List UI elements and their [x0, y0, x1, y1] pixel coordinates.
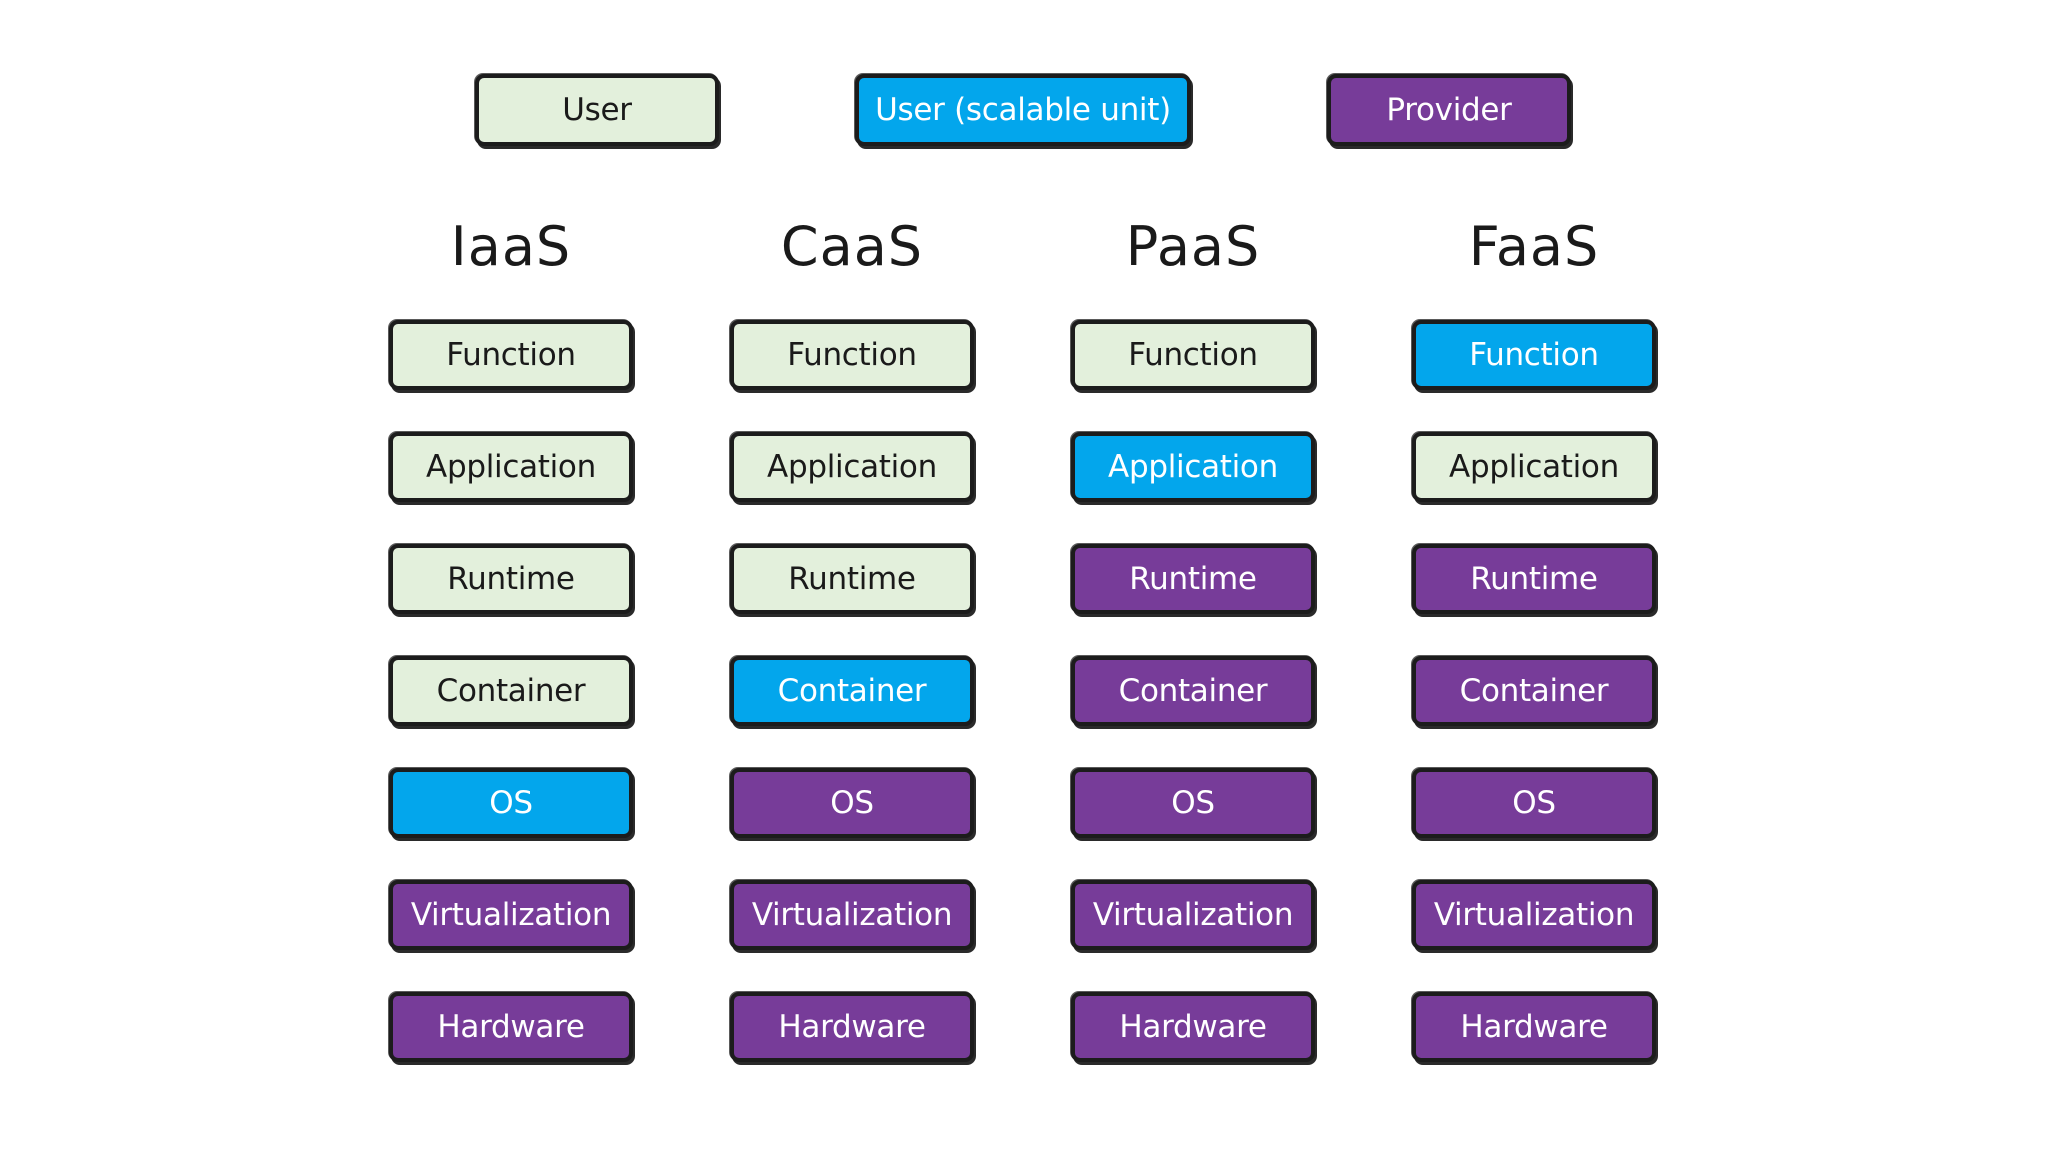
layer-label: Runtime [447, 561, 575, 597]
layer-label: Runtime [1129, 561, 1257, 597]
layer-label: Function [787, 337, 917, 373]
layer-hardware-faas: Hardware [1412, 992, 1656, 1062]
layer-label: Function [1469, 337, 1599, 373]
layer-label: Runtime [788, 561, 916, 597]
layer-function-iaas: Function [389, 320, 633, 390]
layer-os-faas: OS [1412, 768, 1656, 838]
layer-label: Hardware [1460, 1009, 1608, 1045]
layer-label: OS [1171, 785, 1215, 821]
layer-label: Virtualization [1433, 897, 1635, 933]
layer-label: Container [1118, 673, 1268, 709]
layer-label: Container [436, 673, 586, 709]
layer-label: Function [446, 337, 576, 373]
layer-virtualization-faas: Virtualization [1412, 880, 1656, 950]
layer-runtime-caas: Runtime [730, 544, 974, 614]
layer-label: OS [830, 785, 874, 821]
layer-label: Virtualization [410, 897, 612, 933]
layer-container-paas: Container [1071, 656, 1315, 726]
layer-runtime-iaas: Runtime [389, 544, 633, 614]
layer-application-caas: Application [730, 432, 974, 502]
layer-runtime-paas: Runtime [1071, 544, 1315, 614]
layer-label: Runtime [1470, 561, 1598, 597]
legend-provider-box: Provider [1327, 74, 1571, 146]
layer-label: Container [1459, 673, 1609, 709]
layer-label: Application [1108, 449, 1278, 485]
layer-label: OS [489, 785, 533, 821]
column-title-faas: FaaS [1468, 215, 1600, 278]
layer-label: Hardware [437, 1009, 585, 1045]
layer-label: Virtualization [751, 897, 953, 933]
legend-provider-label: Provider [1386, 92, 1512, 128]
layer-hardware-paas: Hardware [1071, 992, 1315, 1062]
layer-label: Application [767, 449, 937, 485]
layer-os-iaas: OS [389, 768, 633, 838]
layer-function-caas: Function [730, 320, 974, 390]
layer-label: Container [777, 673, 927, 709]
layer-label: Hardware [778, 1009, 926, 1045]
layer-container-faas: Container [1412, 656, 1656, 726]
column-title-iaas: IaaS [450, 215, 572, 278]
layer-virtualization-caas: Virtualization [730, 880, 974, 950]
layer-function-faas: Function [1412, 320, 1656, 390]
layer-application-faas: Application [1412, 432, 1656, 502]
layer-hardware-iaas: Hardware [389, 992, 633, 1062]
layer-label: Virtualization [1092, 897, 1294, 933]
layer-virtualization-paas: Virtualization [1071, 880, 1315, 950]
layer-label: Hardware [1119, 1009, 1267, 1045]
layer-runtime-faas: Runtime [1412, 544, 1656, 614]
layer-label: Application [1449, 449, 1619, 485]
layer-os-paas: OS [1071, 768, 1315, 838]
layer-label: Function [1128, 337, 1258, 373]
column-title-paas: PaaS [1125, 215, 1261, 278]
layer-container-iaas: Container [389, 656, 633, 726]
layer-virtualization-iaas: Virtualization [389, 880, 633, 950]
layer-hardware-caas: Hardware [730, 992, 974, 1062]
legend-scalable-label: User (scalable unit) [875, 92, 1171, 128]
layer-application-iaas: Application [389, 432, 633, 502]
layer-label: Application [426, 449, 596, 485]
legend-user-box: User [475, 74, 719, 146]
layer-container-caas: Container [730, 656, 974, 726]
layer-label: OS [1512, 785, 1556, 821]
column-title-caas: CaaS [780, 215, 924, 278]
legend-user-label: User [562, 92, 632, 128]
layer-application-paas: Application [1071, 432, 1315, 502]
layer-os-caas: OS [730, 768, 974, 838]
legend-scalable-box: User (scalable unit) [855, 74, 1191, 146]
layer-function-paas: Function [1071, 320, 1315, 390]
